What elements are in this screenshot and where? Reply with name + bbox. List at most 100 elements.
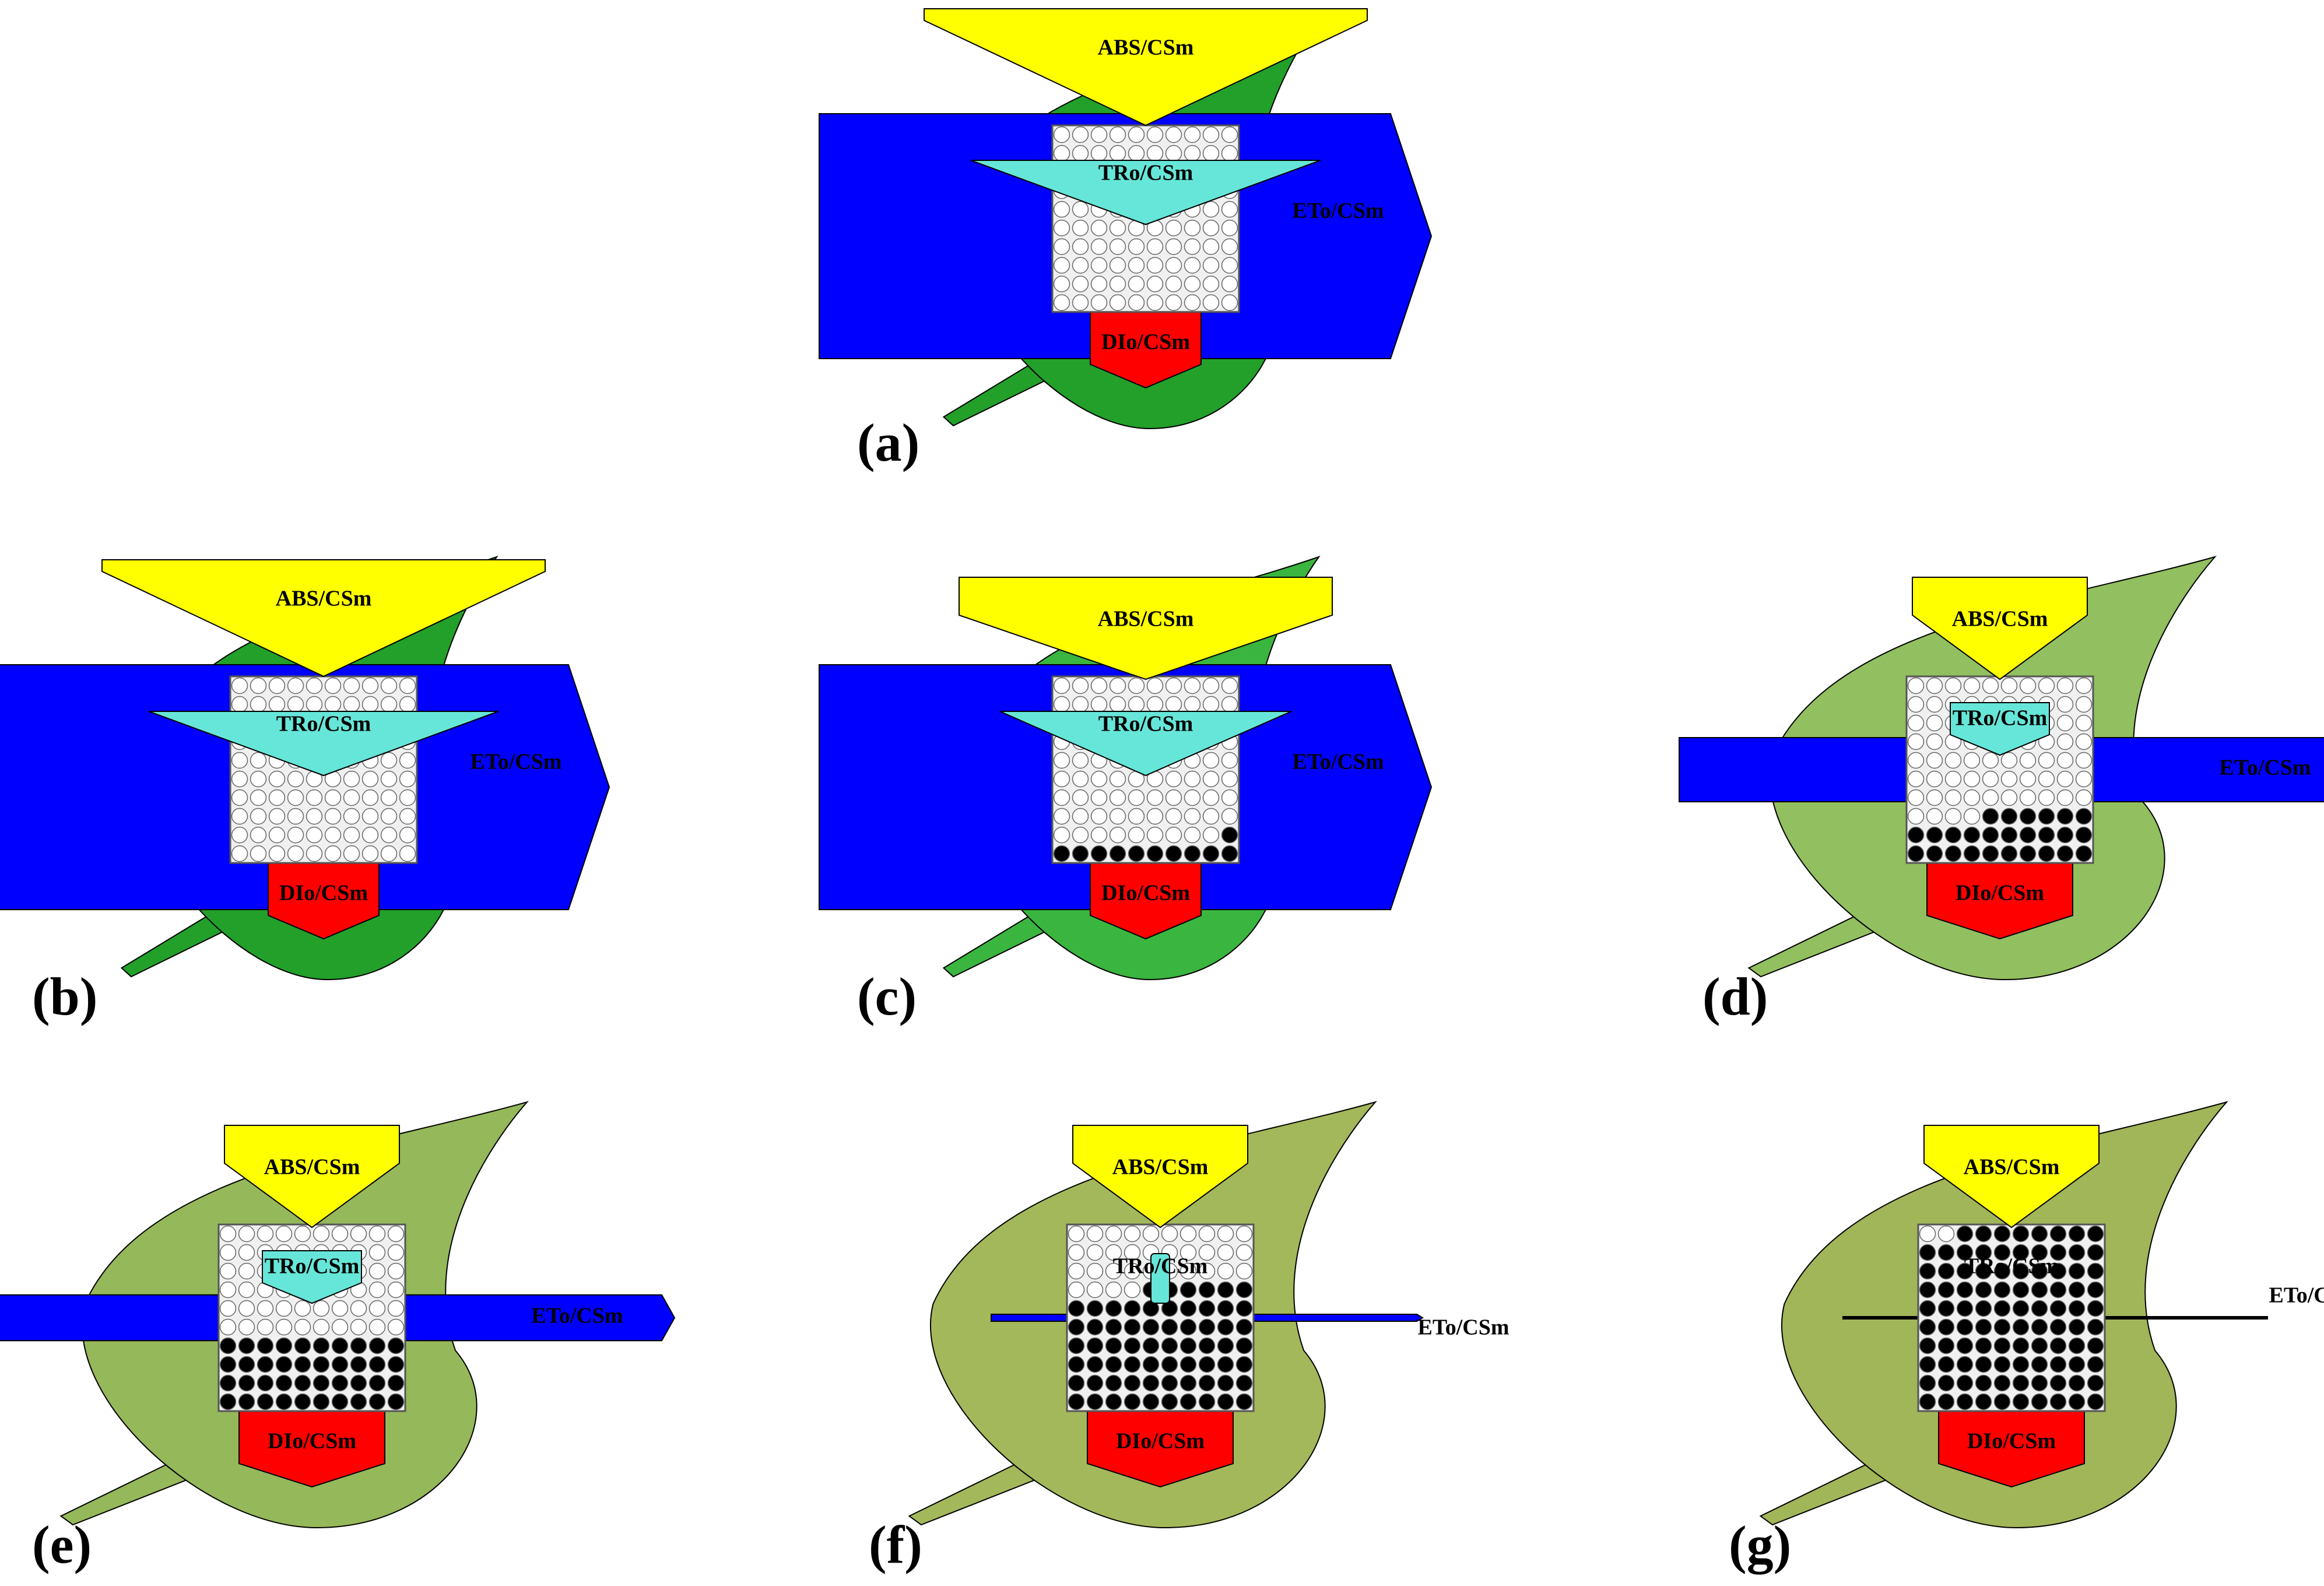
open-reaction-center <box>1982 677 1999 694</box>
open-reaction-center <box>231 808 248 825</box>
closed-reaction-center <box>1919 1300 1936 1317</box>
open-reaction-center <box>1109 826 1126 844</box>
closed-reaction-center <box>1975 1337 1992 1355</box>
open-reaction-center <box>368 1244 386 1261</box>
open-reaction-center <box>368 1300 386 1317</box>
open-reaction-center <box>368 1225 386 1243</box>
et-label: ETo/CSm <box>1293 750 1384 774</box>
open-reaction-center <box>1053 696 1070 713</box>
closed-reaction-center <box>1919 1318 1936 1336</box>
closed-reaction-center <box>1068 1356 1085 1373</box>
closed-reaction-center <box>2075 826 2093 844</box>
open-reaction-center <box>1221 677 1238 694</box>
closed-reaction-center <box>1202 845 1220 862</box>
open-reaction-center <box>1128 696 1145 713</box>
open-reaction-center <box>1109 770 1126 788</box>
open-reaction-center <box>1105 1244 1122 1261</box>
open-reaction-center <box>1202 145 1220 162</box>
et-label: ETo/CSm <box>532 1304 623 1328</box>
open-reaction-center <box>1184 789 1201 806</box>
closed-reaction-center <box>2049 1281 2067 1299</box>
closed-reaction-center <box>387 1337 405 1355</box>
open-reaction-center <box>268 696 286 713</box>
open-reaction-center <box>1090 126 1108 143</box>
closed-reaction-center <box>1993 1356 2011 1373</box>
open-reaction-center <box>1090 789 1108 806</box>
closed-reaction-center <box>2012 1244 2030 1261</box>
closed-reaction-center <box>1975 1225 1992 1243</box>
open-reaction-center <box>1202 201 1220 218</box>
open-reaction-center <box>238 1244 255 1261</box>
open-reaction-center <box>324 826 342 844</box>
open-reaction-center <box>380 696 398 713</box>
closed-reaction-center <box>1198 1374 1216 1392</box>
open-reaction-center <box>1221 752 1238 769</box>
open-reaction-center <box>250 677 267 694</box>
closed-reaction-center <box>2031 1244 2048 1261</box>
open-reaction-center <box>219 1244 237 1261</box>
open-reaction-center <box>343 826 360 844</box>
open-reaction-center <box>1072 126 1089 143</box>
closed-reaction-center <box>1937 1244 1955 1261</box>
open-reaction-center <box>306 789 323 806</box>
open-reaction-center <box>1907 714 1925 732</box>
open-reaction-center <box>1907 752 1925 769</box>
open-reaction-center <box>1202 789 1220 806</box>
closed-reaction-center <box>2019 845 2037 862</box>
closed-reaction-center <box>1184 845 1201 862</box>
closed-reaction-center <box>1179 1374 1197 1392</box>
tr-label: TRo/CSm <box>276 712 371 736</box>
open-reaction-center <box>1090 808 1108 825</box>
open-reaction-center <box>1165 219 1182 237</box>
open-reaction-center <box>1146 257 1164 274</box>
closed-reaction-center <box>1993 1374 2011 1392</box>
et-label: ETo/CSm <box>2269 1283 2324 1308</box>
open-reaction-center <box>399 696 416 713</box>
open-reaction-center <box>1053 219 1070 237</box>
open-reaction-center <box>231 826 248 844</box>
closed-reaction-center <box>2068 1281 2086 1299</box>
closed-reaction-center <box>313 1374 330 1392</box>
closed-reaction-center <box>1179 1356 1197 1373</box>
closed-reaction-center <box>2031 1337 2048 1355</box>
open-reaction-center <box>399 770 416 788</box>
open-reaction-center <box>1128 275 1145 293</box>
closed-reaction-center <box>368 1337 386 1355</box>
open-reaction-center <box>380 770 398 788</box>
open-reaction-center <box>361 770 379 788</box>
abs-label: ABS/CSm <box>1098 36 1194 60</box>
closed-reaction-center <box>1956 1225 1974 1243</box>
closed-reaction-center <box>2012 1262 2030 1280</box>
open-reaction-center <box>1963 752 1981 769</box>
closed-reaction-center <box>2087 1225 2104 1243</box>
open-reaction-center <box>343 770 360 788</box>
open-reaction-center <box>306 677 323 694</box>
closed-reaction-center <box>2049 1374 2067 1392</box>
open-reaction-center <box>1184 126 1201 143</box>
open-reaction-center <box>1086 1281 1104 1299</box>
closed-reaction-center <box>331 1393 349 1410</box>
open-reaction-center <box>1090 238 1108 255</box>
panel-label-f: (f) <box>869 1515 922 1574</box>
closed-reaction-center <box>350 1337 367 1355</box>
open-reaction-center <box>1184 238 1201 255</box>
open-reaction-center <box>380 789 398 806</box>
open-reaction-center <box>399 677 416 694</box>
open-reaction-center <box>1072 145 1089 162</box>
closed-reaction-center <box>2049 1262 2067 1280</box>
closed-reaction-center <box>1975 1262 1992 1280</box>
open-reaction-center <box>1982 752 1999 769</box>
closed-reaction-center <box>2031 1318 2048 1336</box>
closed-reaction-center <box>2031 1281 2048 1299</box>
open-reaction-center <box>1072 696 1089 713</box>
closed-reaction-center <box>275 1393 293 1410</box>
open-reaction-center <box>1090 275 1108 293</box>
closed-reaction-center <box>2049 1337 2067 1355</box>
closed-reaction-center <box>1993 1244 2011 1261</box>
open-reaction-center <box>387 1281 405 1299</box>
open-reaction-center <box>343 845 360 862</box>
open-reaction-center <box>1963 808 1981 825</box>
open-reaction-center <box>1202 219 1220 237</box>
